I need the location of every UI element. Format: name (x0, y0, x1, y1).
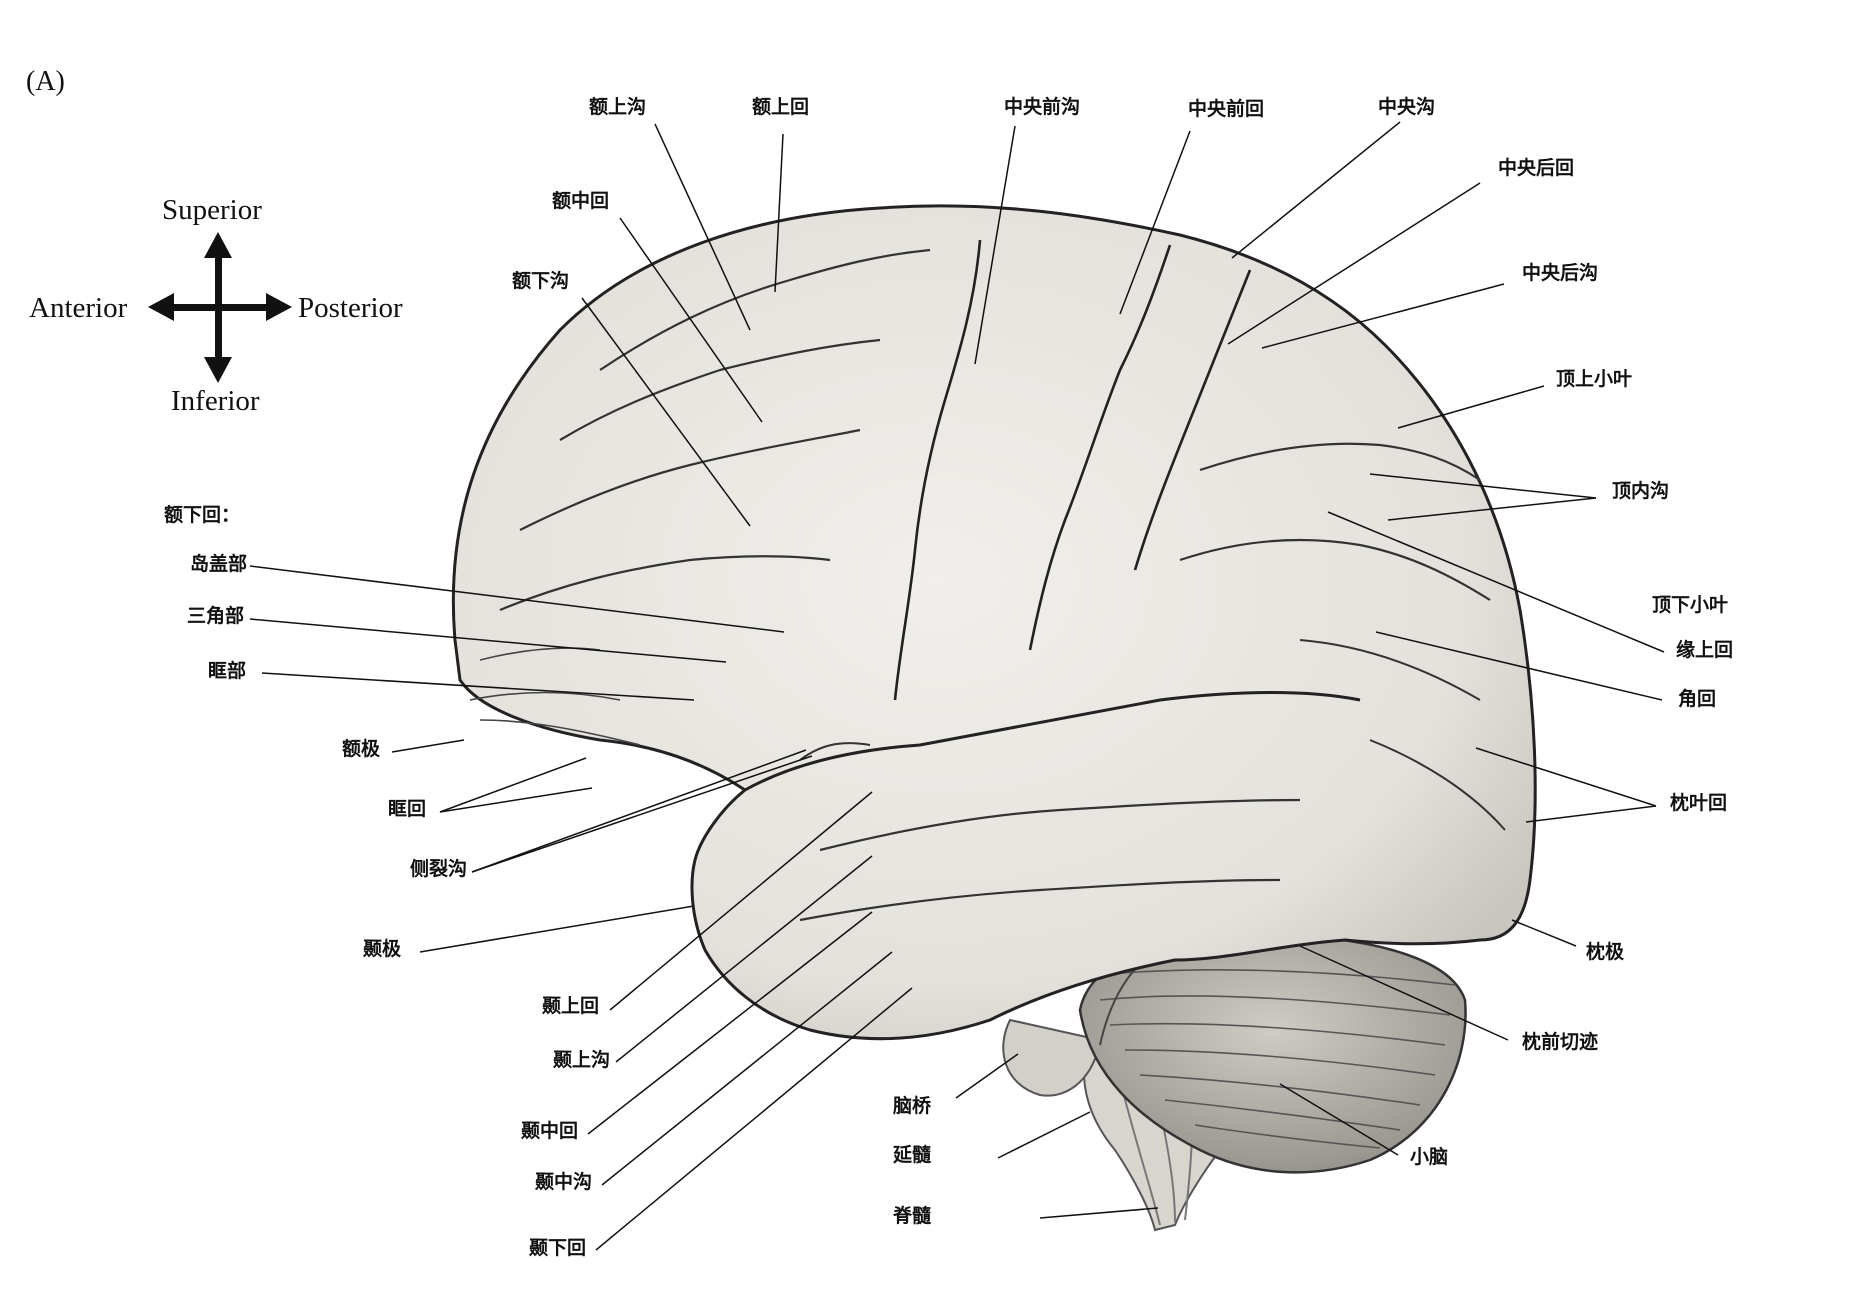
label-preoccipital-notch: 枕前切迹 (1522, 1031, 1599, 1053)
leader-line-preoccipital-notch (1299, 945, 1509, 1041)
label-pars-opercularis: 岛盖部 (190, 553, 248, 575)
leader-line-precentral-gyrus (1119, 130, 1191, 315)
label-pars-triangularis: 三角部 (187, 605, 245, 627)
leader-line-superior-temporal-gyrus (609, 791, 873, 1011)
label-superior-temporal-gyrus: 颞上回 (542, 995, 600, 1017)
leader-line-lateral-fissure-a (471, 749, 807, 873)
leader-line-temporal-pole (419, 905, 695, 953)
leader-line-orbital-gyri-a (439, 757, 587, 813)
leader-line-middle-temporal-sulcus (601, 951, 893, 1186)
label-precentral-gyrus: 中央前回 (1188, 98, 1265, 120)
superior-label: Superior (162, 194, 262, 226)
label-inferior-frontal-gyrus: 额下回： (164, 504, 241, 526)
leader-line-occipital-gyri-b (1525, 805, 1657, 823)
label-occipital-pole: 枕极 (1586, 941, 1625, 963)
cerebrum (451, 204, 1537, 1041)
leader-line-inferior-temporal-gyrus (595, 987, 913, 1251)
label-temporal-pole: 颞极 (363, 938, 402, 960)
orientation-arrows (148, 232, 292, 383)
leader-line-frontal-pole (391, 739, 465, 753)
label-superior-parietal-lobule: 顶上小叶 (1556, 368, 1633, 390)
leader-line-superior-frontal-gyrus (774, 133, 784, 293)
label-orbital-gyri: 眶回 (388, 798, 427, 820)
label-pars-orbitalis: 眶部 (208, 660, 247, 682)
leader-line-medulla (997, 1111, 1091, 1159)
leader-line-superior-parietal-lobule (1397, 385, 1545, 429)
label-central-sulcus: 中央沟 (1378, 96, 1436, 118)
label-inferior-parietal-lobule: 顶下小叶 (1652, 594, 1729, 616)
leader-line-lateral-fissure-b (471, 755, 813, 873)
label-superior-frontal-gyrus: 额上回 (752, 96, 810, 118)
label-cerebellum: 小脑 (1410, 1146, 1449, 1168)
anterior-label: Anterior (29, 292, 128, 324)
label-supramarginal-gyrus: 缘上回 (1676, 639, 1734, 661)
leader-line-intraparietal-sulcus-a (1369, 473, 1597, 499)
leader-line-precentral-sulcus (974, 125, 1016, 365)
label-superior-frontal-sulcus: 额上沟 (589, 96, 647, 118)
leader-line-middle-frontal-gyrus (619, 217, 763, 423)
leader-line-postcentral-gyrus (1227, 182, 1481, 345)
label-superior-temporal-sulcus: 颞上沟 (553, 1049, 611, 1071)
label-middle-frontal-gyrus: 额中回 (552, 190, 610, 212)
leader-line-orbital-gyri-b (439, 787, 593, 813)
label-medulla: 延髓 (893, 1144, 932, 1166)
cerebellum (1078, 933, 1467, 1174)
leader-line-pars-opercularis (249, 565, 785, 633)
leader-line-occipital-pole (1511, 919, 1577, 947)
leader-line-pars-orbitalis (261, 672, 695, 701)
leader-line-inferior-frontal-sulcus (581, 297, 751, 527)
orientation-compass (148, 232, 292, 383)
leader-line-occipital-gyri-a (1475, 747, 1657, 807)
panel-label: (A) (26, 66, 65, 97)
inferior-label: Inferior (171, 385, 260, 417)
leader-line-intraparietal-sulcus-b (1387, 497, 1597, 521)
label-lateral-fissure: 侧裂沟 (410, 858, 468, 880)
leader-line-spinal-cord (1039, 1207, 1159, 1219)
label-middle-temporal-sulcus: 颞中沟 (535, 1171, 593, 1193)
leader-line-postcentral-sulcus (1261, 283, 1505, 349)
label-precentral-sulcus: 中央前沟 (1004, 96, 1081, 118)
leader-line-cerebellum (1279, 1083, 1399, 1156)
label-frontal-pole: 额极 (342, 738, 381, 760)
label-angular-gyrus: 角回 (1678, 688, 1717, 710)
label-intraparietal-sulcus: 顶内沟 (1612, 480, 1670, 502)
label-pons: 脑桥 (893, 1095, 932, 1117)
label-inferior-temporal-gyrus: 颞下回 (529, 1237, 587, 1259)
leader-line-pons (955, 1053, 1019, 1099)
leader-line-angular-gyrus (1375, 631, 1663, 701)
leader-line-middle-temporal-gyrus (587, 911, 873, 1135)
leader-line-central-sulcus (1231, 121, 1401, 259)
leader-line-superior-frontal-sulcus (654, 123, 751, 331)
leader-line-superior-temporal-sulcus (615, 855, 873, 1063)
label-postcentral-sulcus: 中央后沟 (1522, 262, 1599, 284)
label-occipital-gyri: 枕叶回 (1670, 792, 1728, 814)
leader-line-supramarginal-gyrus (1327, 511, 1665, 653)
label-postcentral-gyrus: 中央后回 (1498, 157, 1575, 179)
posterior-label: Posterior (298, 292, 403, 324)
leader-lines (249, 121, 1665, 1251)
label-spinal-cord: 脊髓 (893, 1205, 932, 1227)
label-middle-temporal-gyrus: 颞中回 (521, 1120, 579, 1142)
leader-line-pars-triangularis (249, 618, 727, 663)
label-inferior-frontal-sulcus: 额下沟 (512, 270, 570, 292)
